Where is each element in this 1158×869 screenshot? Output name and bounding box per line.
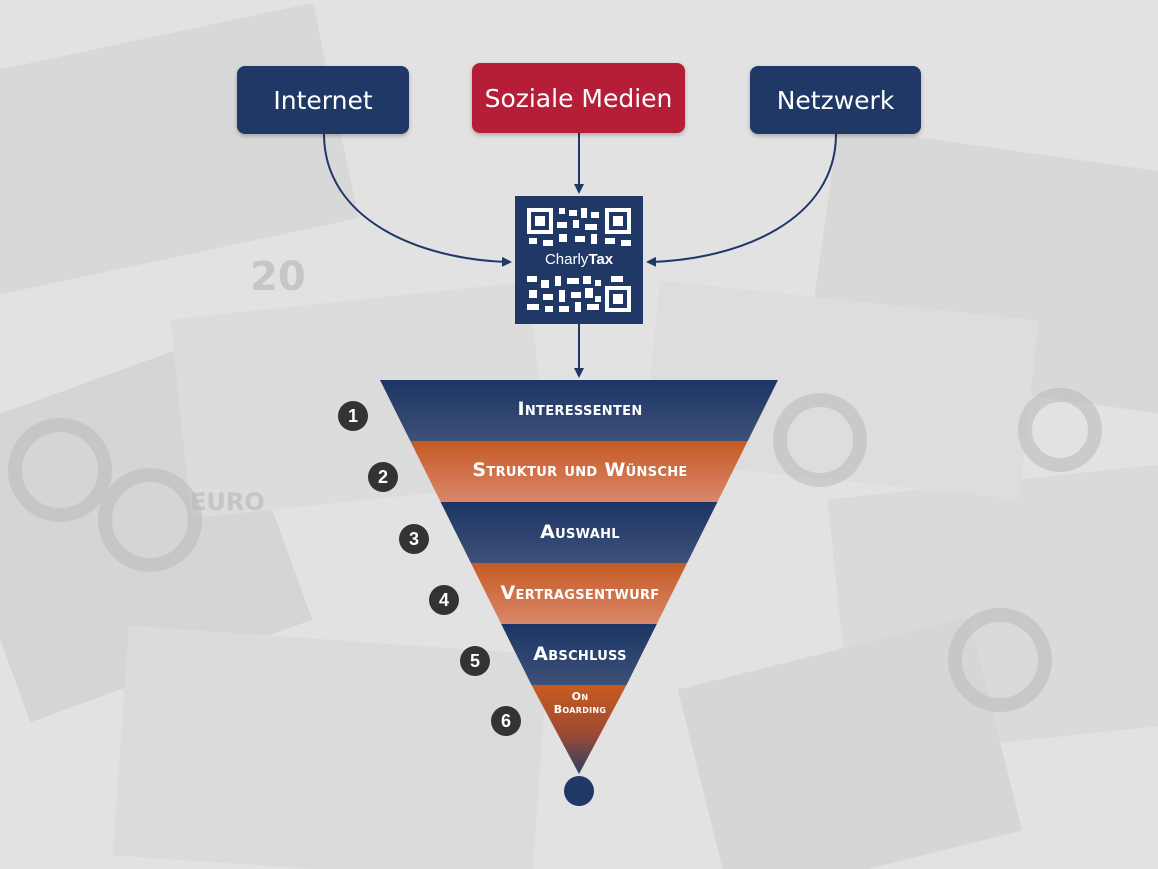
- qr-code: CharlyTax: [515, 196, 643, 324]
- step-number-5: 5: [460, 646, 490, 676]
- step-number-4: 4: [429, 585, 459, 615]
- funnel-stage-5-label: Abschluss: [533, 643, 627, 665]
- source-network: Netzwerk: [750, 66, 921, 134]
- funnel-stage-1-label: Interessenten: [517, 398, 643, 420]
- funnel-stage-4-label: Vertragsentwurf: [500, 582, 660, 604]
- svg-text:EURO: EURO: [190, 488, 265, 516]
- qr-brand-label: CharlyTax: [515, 250, 643, 270]
- source-internet: Internet: [237, 66, 409, 134]
- funnel-stage-6-label: On Boarding: [553, 690, 607, 716]
- step-number-3: 3: [399, 524, 429, 554]
- funnel-stage-3-label: Auswahl: [540, 521, 620, 543]
- step-number-6: 6: [491, 706, 521, 736]
- step-number-1: 1: [338, 401, 368, 431]
- svg-text:20: 20: [250, 254, 306, 300]
- step-number-2: 2: [368, 462, 398, 492]
- source-social-media: Soziale Medien: [472, 63, 685, 133]
- funnel-stage-2-label: Struktur und Wünsche: [472, 459, 688, 481]
